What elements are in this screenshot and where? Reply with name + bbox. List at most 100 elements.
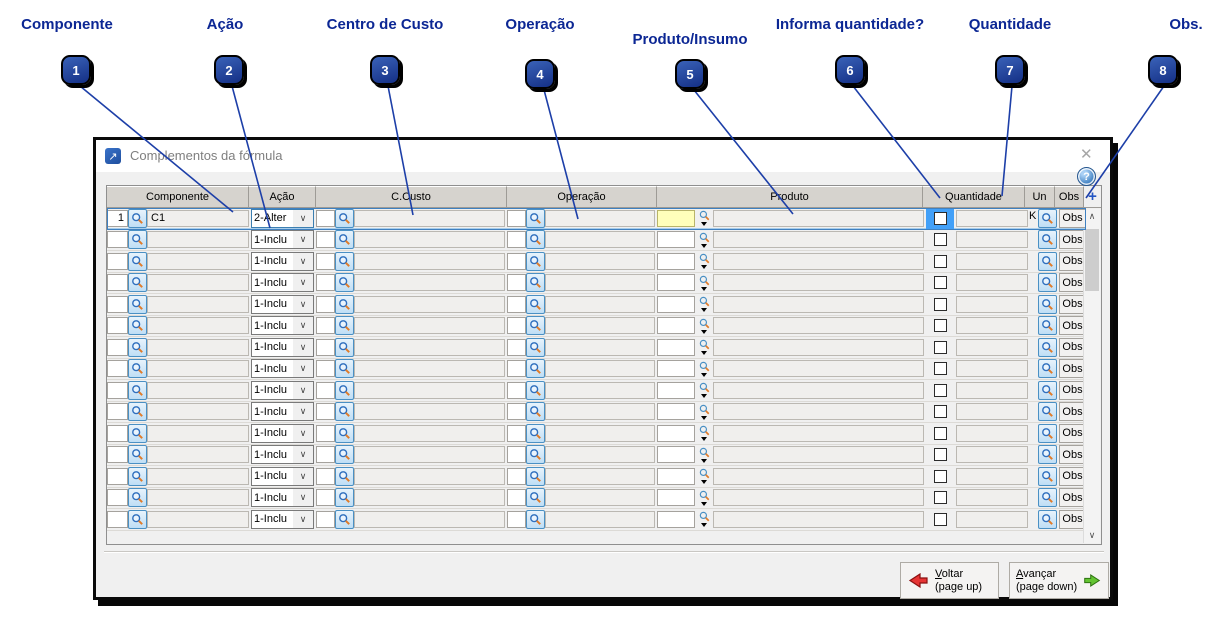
ccusto-search-button[interactable] — [335, 380, 354, 400]
componente-search-button[interactable] — [128, 316, 147, 336]
ccusto-field[interactable] — [354, 252, 505, 270]
ccusto-code-cell[interactable] — [316, 381, 335, 399]
ccusto-field[interactable] — [354, 510, 505, 528]
close-icon[interactable]: ✕ — [1080, 146, 1093, 163]
quantidade-field[interactable] — [956, 403, 1028, 421]
obs-button[interactable]: Obs — [1059, 337, 1086, 357]
produto-code-field[interactable] — [657, 510, 695, 528]
produto-lookup-icon[interactable] — [695, 509, 713, 530]
acao-dropdown[interactable]: 1-Inclu ∨ — [251, 509, 314, 529]
scroll-down-icon[interactable]: ∨ — [1088, 530, 1096, 540]
acao-dropdown[interactable]: 1-Inclu ∨ — [251, 402, 314, 422]
operacao-code-cell[interactable] — [507, 489, 526, 507]
componente-field[interactable] — [147, 317, 249, 335]
scroll-up-icon[interactable]: ∧ — [1088, 211, 1096, 221]
quantidade-field[interactable] — [956, 381, 1028, 399]
ccusto-code-cell[interactable] — [316, 274, 335, 292]
produto-field[interactable] — [713, 252, 924, 270]
voltar-button[interactable]: Voltar (page up) — [900, 562, 999, 599]
ccusto-field[interactable] — [354, 231, 505, 249]
produto-field[interactable] — [713, 209, 924, 227]
operacao-field[interactable] — [545, 489, 655, 507]
ccusto-code-cell[interactable] — [316, 403, 335, 421]
obs-button[interactable]: Obs — [1059, 488, 1086, 508]
ccusto-field[interactable] — [354, 381, 505, 399]
quantidade-field[interactable] — [956, 424, 1028, 442]
componente-search-button[interactable] — [128, 402, 147, 422]
produto-lookup-icon[interactable] — [695, 487, 713, 508]
ccusto-field[interactable] — [354, 424, 505, 442]
quantidade-field[interactable] — [956, 317, 1028, 335]
produto-code-field[interactable] — [657, 252, 695, 270]
produto-code-field[interactable] — [657, 446, 695, 464]
ccusto-search-button[interactable] — [335, 488, 354, 508]
obs-button[interactable]: Obs — [1059, 230, 1086, 250]
ccusto-search-button[interactable] — [335, 359, 354, 379]
operacao-search-button[interactable] — [526, 466, 545, 486]
ccusto-search-button[interactable] — [335, 273, 354, 293]
operacao-search-button[interactable] — [526, 208, 545, 228]
informa-quantidade-checkbox[interactable] — [933, 448, 947, 462]
avancar-button[interactable]: Avançar (page down) — [1009, 562, 1109, 599]
obs-button[interactable]: Obs — [1059, 208, 1086, 228]
quantidade-field[interactable] — [956, 510, 1028, 528]
componente-field[interactable] — [147, 403, 249, 421]
informa-quantidade-checkbox[interactable] — [933, 469, 947, 483]
header-quantidade[interactable]: Quantidade — [923, 186, 1025, 208]
ccusto-code-cell[interactable] — [316, 252, 335, 270]
produto-lookup-icon[interactable] — [695, 294, 713, 315]
un-search-button[interactable] — [1038, 466, 1057, 486]
produto-code-field[interactable] — [657, 231, 695, 249]
ccusto-code-cell[interactable] — [316, 510, 335, 528]
quantidade-field[interactable] — [956, 209, 1028, 227]
operacao-search-button[interactable] — [526, 337, 545, 357]
header-componente[interactable]: Componente — [107, 186, 249, 208]
informa-quantidade-checkbox[interactable] — [933, 426, 947, 440]
un-search-button[interactable] — [1038, 251, 1057, 271]
un-search-button[interactable] — [1038, 445, 1057, 465]
produto-field[interactable] — [713, 338, 924, 356]
produto-field[interactable] — [713, 424, 924, 442]
ccusto-search-button[interactable] — [335, 509, 354, 529]
componente-field[interactable] — [147, 510, 249, 528]
operacao-code-cell[interactable] — [507, 446, 526, 464]
operacao-field[interactable] — [545, 231, 655, 249]
ccusto-code-cell[interactable] — [316, 467, 335, 485]
operacao-search-button[interactable] — [526, 251, 545, 271]
operacao-field[interactable] — [545, 510, 655, 528]
operacao-search-button[interactable] — [526, 402, 545, 422]
operacao-code-cell[interactable] — [507, 338, 526, 356]
obs-button[interactable]: Obs — [1059, 294, 1086, 314]
obs-button[interactable]: Obs — [1059, 466, 1086, 486]
produto-field[interactable] — [713, 317, 924, 335]
un-search-button[interactable] — [1038, 230, 1057, 250]
ccusto-code-cell[interactable] — [316, 338, 335, 356]
un-search-button[interactable] — [1038, 294, 1057, 314]
operacao-search-button[interactable] — [526, 488, 545, 508]
obs-button[interactable]: Obs — [1059, 445, 1086, 465]
ccusto-field[interactable] — [354, 317, 505, 335]
operacao-field[interactable] — [545, 381, 655, 399]
obs-button[interactable]: Obs — [1059, 509, 1086, 529]
acao-dropdown[interactable]: 1-Inclu ∨ — [251, 488, 314, 508]
ccusto-code-cell[interactable] — [316, 424, 335, 442]
obs-button[interactable]: Obs — [1059, 316, 1086, 336]
informa-quantidade-checkbox[interactable] — [933, 297, 947, 311]
produto-lookup-icon[interactable] — [695, 380, 713, 401]
ccusto-search-button[interactable] — [335, 466, 354, 486]
operacao-field[interactable] — [545, 424, 655, 442]
acao-dropdown[interactable]: 1-Inclu ∨ — [251, 294, 314, 314]
operacao-code-cell[interactable] — [507, 381, 526, 399]
componente-search-button[interactable] — [128, 488, 147, 508]
quantidade-field[interactable] — [956, 338, 1028, 356]
produto-field[interactable] — [713, 231, 924, 249]
operacao-field[interactable] — [545, 360, 655, 378]
informa-quantidade-checkbox[interactable] — [933, 491, 947, 505]
produto-lookup-icon[interactable] — [695, 272, 713, 293]
componente-search-button[interactable] — [128, 380, 147, 400]
ccusto-search-button[interactable] — [335, 402, 354, 422]
quantidade-field[interactable] — [956, 489, 1028, 507]
vertical-scrollbar[interactable]: ∧ ∨ — [1083, 209, 1100, 543]
quantidade-field[interactable] — [956, 231, 1028, 249]
produto-code-field[interactable] — [657, 489, 695, 507]
